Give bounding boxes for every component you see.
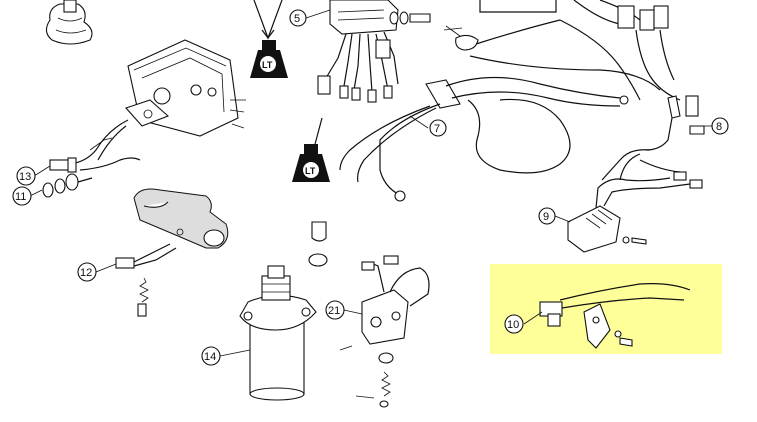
callout-12: 12 [77, 262, 97, 282]
lt-badge-top: LT [250, 0, 288, 78]
callout-leaders [29, 9, 712, 357]
svg-text:14: 14 [204, 351, 216, 363]
svg-text:7: 7 [434, 123, 440, 135]
callout-5: 5 [289, 9, 307, 27]
shift-block-part [133, 188, 229, 249]
main-harness-part [339, 76, 629, 202]
lt-label-middle: LT [305, 166, 316, 176]
neutral-switch-part [115, 243, 177, 317]
svg-text:11: 11 [15, 191, 26, 203]
kill-switch-part [539, 283, 691, 349]
callout-13: 13 [16, 166, 36, 186]
svg-text:13: 13 [19, 171, 31, 183]
lt-badge-middle: LT [292, 117, 330, 182]
electrical-box-part [317, 0, 431, 103]
callout-14: 14 [201, 346, 221, 366]
svg-text:12: 12 [80, 267, 92, 279]
switch-wire-harness [42, 119, 141, 198]
callout-9: 9 [538, 207, 556, 225]
callout-7: 7 [429, 119, 447, 137]
callout-8: 8 [711, 117, 729, 135]
top-right-harness [443, 0, 681, 101]
lt-label-top: LT [262, 60, 273, 70]
callout-21: 21 [325, 300, 345, 320]
svg-text:5: 5 [294, 13, 300, 25]
svg-text:21: 21 [328, 305, 340, 317]
highlight-region [490, 264, 722, 354]
starter-motor-part [239, 221, 328, 401]
top-left-knob-part [45, 0, 93, 45]
svg-text:10: 10 [507, 319, 519, 331]
rectifier-part [567, 153, 703, 253]
svg-text:8: 8 [716, 121, 722, 133]
lower-cowl-part [125, 39, 246, 137]
svg-text:9: 9 [543, 211, 549, 223]
callout-10: 10 [504, 314, 524, 334]
fuse-holder-part [601, 95, 705, 181]
callout-11: 11 [12, 186, 32, 206]
solenoid-part [339, 255, 430, 408]
